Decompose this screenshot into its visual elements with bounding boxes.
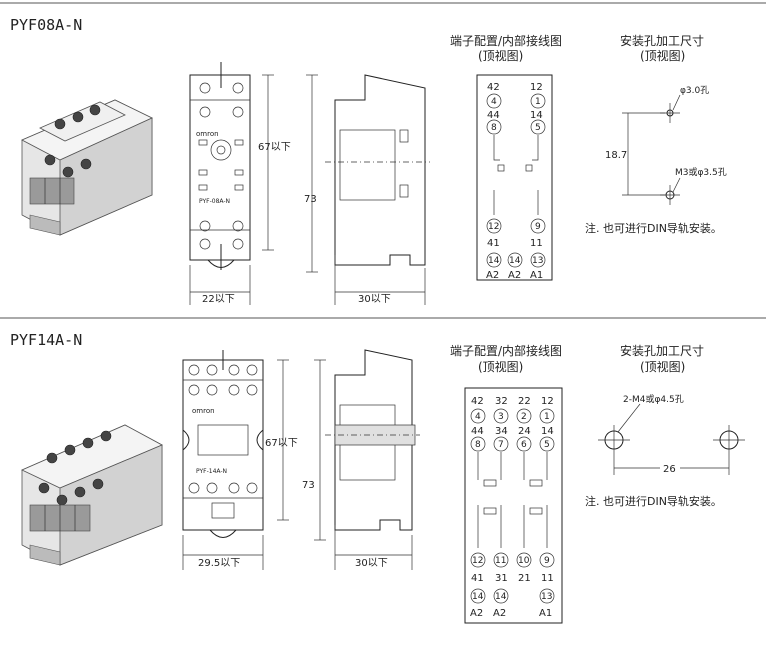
dim-width-side: 30以下	[355, 558, 388, 569]
dim-width-front: 29.5以下	[198, 558, 240, 569]
terminal-circle: 5	[544, 440, 550, 450]
dim-height-total: 73	[302, 480, 315, 491]
terminal-circle: 9	[535, 222, 541, 232]
brand-label: omron	[192, 407, 215, 415]
wiring-title: 端子配置/内部接线图	[450, 33, 562, 48]
terminal-circle: 14	[472, 592, 484, 602]
mounting-holes: 安装孔加工尺寸 (顶视图) φ3.0孔 M3或φ3.5孔 18.7 注. 也可进…	[585, 33, 727, 235]
terminal-circle: 12	[488, 222, 499, 232]
mount-subtitle: (顶视图)	[640, 359, 685, 374]
term-num: 24	[518, 426, 531, 437]
terminal-circle: 12	[472, 556, 483, 566]
term-num: 11	[530, 238, 543, 249]
hole-top-label: φ3.0孔	[680, 85, 709, 96]
model-title: PYF14A-N	[10, 331, 82, 349]
term-num: 31	[495, 573, 508, 584]
hole-spacing: 18.7	[605, 150, 627, 161]
side-view: 30以下	[325, 349, 420, 570]
front-view: omron PYF-14A-N 67以下 73 29.5以下	[182, 350, 326, 570]
wiring-diagram: 端子配置/内部接线图 (顶视图) 42 32 22 12 4 3 2 1 44 …	[450, 343, 563, 624]
terminal-circle: 14	[509, 256, 521, 266]
term-num: 41	[471, 573, 484, 584]
term-num: 14	[530, 110, 543, 121]
mount-title: 安装孔加工尺寸	[620, 343, 704, 358]
wiring-diagram: 端子配置/内部接线图 (顶视图) 42 12 4 1 44 14 8 5 12 …	[450, 33, 562, 281]
terminal-circle: 13	[541, 592, 552, 602]
term-num: 44	[487, 110, 500, 121]
terminal-circle: 7	[498, 440, 504, 450]
terminal-circle: 4	[491, 97, 497, 107]
coil-label: A1	[530, 270, 543, 281]
coil-label: A2	[493, 608, 506, 619]
term-num: 21	[518, 573, 531, 584]
terminal-circle: 4	[475, 412, 481, 422]
dim-width-front: 22以下	[202, 294, 235, 305]
term-num: 12	[541, 396, 554, 407]
terminal-circle: 8	[475, 440, 481, 450]
term-num: 44	[471, 426, 484, 437]
section-pyf08a: PYF08A-N	[10, 16, 727, 305]
terminal-circle: 11	[495, 556, 506, 566]
brand-label: omron	[196, 130, 219, 138]
socket-3d-illustration	[21, 424, 163, 566]
mount-title: 安装孔加工尺寸	[620, 33, 704, 48]
mount-subtitle: (顶视图)	[640, 48, 685, 63]
din-note: 注. 也可进行DIN导轨安装。	[585, 494, 722, 508]
terminal-circle: 8	[491, 123, 497, 133]
terminal-circle: 14	[495, 592, 507, 602]
terminal-circle: 2	[521, 412, 527, 422]
hole-spacing: 26	[663, 464, 676, 475]
coil-label: A2	[508, 270, 521, 281]
section-pyf14a: PYF14A-N	[10, 331, 745, 624]
wiring-subtitle: (顶视图)	[478, 359, 523, 374]
term-num: 41	[487, 238, 500, 249]
terminal-circle: 1	[544, 412, 550, 422]
terminal-circle: 10	[518, 556, 530, 566]
terminal-circle: 6	[521, 440, 527, 450]
term-num: 42	[471, 396, 484, 407]
coil-label: A1	[539, 608, 552, 619]
din-note: 注. 也可进行DIN导轨安装。	[585, 221, 722, 235]
term-num: 34	[495, 426, 508, 437]
hole-bottom-label: M3或φ3.5孔	[675, 166, 727, 178]
hole-top-label: 2-M4或φ4.5孔	[623, 393, 684, 405]
terminal-circle: 14	[488, 256, 500, 266]
wiring-title: 端子配置/内部接线图	[450, 343, 562, 358]
term-num: 12	[530, 82, 543, 93]
dim-height-inner: 67以下	[265, 438, 298, 449]
dim-height-inner: 67以下	[258, 142, 291, 153]
body-model-label: PYF-08A-N	[199, 198, 230, 205]
term-num: 22	[518, 396, 531, 407]
terminal-circle: 3	[498, 412, 504, 422]
term-num: 32	[495, 396, 508, 407]
wiring-subtitle: (顶视图)	[478, 48, 523, 63]
dim-width-side: 30以下	[358, 294, 391, 305]
terminal-circle: 1	[535, 97, 541, 107]
front-view: omron PYF-08A-N 67以下 73	[189, 62, 318, 305]
terminal-circle: 5	[535, 123, 541, 133]
term-num: 14	[541, 426, 554, 437]
model-title: PYF08A-N	[10, 16, 82, 34]
terminal-circle: 9	[544, 556, 550, 566]
coil-label: A2	[486, 270, 499, 281]
dim-height-total: 73	[304, 194, 317, 205]
body-model-label: PYF-14A-N	[196, 468, 227, 475]
term-num: 42	[487, 82, 500, 93]
mounting-holes: 安装孔加工尺寸 (顶视图) 2-M4或φ4.5孔 26 注. 也可进行DIN导轨…	[585, 343, 745, 508]
terminal-circle: 13	[532, 256, 543, 266]
socket-3d-illustration	[21, 99, 153, 236]
term-num: 11	[541, 573, 554, 584]
coil-label: A2	[470, 608, 483, 619]
side-view: 30以下	[325, 74, 430, 305]
